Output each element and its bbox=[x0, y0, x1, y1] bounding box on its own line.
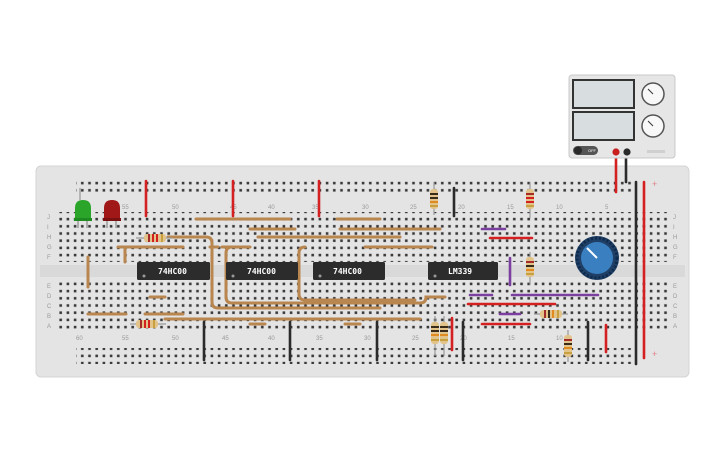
power-toggle-button[interactable]: OFF bbox=[573, 146, 598, 155]
resistor[interactable] bbox=[136, 234, 172, 242]
ic-chip-74hc00-1[interactable]: 74HC00 bbox=[137, 262, 210, 280]
row-letter: D bbox=[673, 294, 678, 300]
resistor[interactable] bbox=[440, 316, 448, 356]
row-letter: C bbox=[673, 304, 678, 310]
row-letter: H bbox=[673, 235, 677, 241]
row-letters-left: J I H G F E D C B A bbox=[47, 215, 52, 330]
row-letter: I bbox=[47, 225, 49, 231]
column-number: 50 bbox=[172, 205, 179, 211]
red-wires[interactable] bbox=[144, 150, 646, 360]
resistor[interactable] bbox=[534, 310, 568, 318]
column-number: 50 bbox=[172, 336, 179, 342]
column-number: 10 bbox=[556, 336, 563, 342]
brown-wires[interactable] bbox=[86, 217, 447, 326]
rail-plus-label-bottom: + bbox=[652, 349, 657, 359]
resistor[interactable] bbox=[130, 320, 166, 328]
black-wires[interactable] bbox=[202, 150, 638, 366]
row-letter: A bbox=[47, 324, 51, 330]
column-number: 40 bbox=[268, 205, 275, 211]
row-letters-right: J I H G F E D C B A bbox=[673, 215, 678, 330]
resistor[interactable] bbox=[430, 182, 438, 215]
column-number: 25 bbox=[410, 205, 417, 211]
bottom-power-rails bbox=[76, 348, 636, 364]
rail-plus-label-top: + bbox=[652, 179, 657, 189]
chip-label: 74HC00 bbox=[158, 267, 187, 276]
resistor[interactable] bbox=[526, 252, 534, 285]
column-number: 25 bbox=[412, 336, 419, 342]
potentiometer-pointer bbox=[586, 247, 598, 259]
column-number: 45 bbox=[222, 336, 229, 342]
wire-brown[interactable] bbox=[224, 245, 447, 305]
column-number: 15 bbox=[507, 205, 514, 211]
current-knob[interactable] bbox=[641, 114, 665, 138]
resistor[interactable] bbox=[431, 316, 439, 356]
row-letter: E bbox=[673, 284, 677, 290]
row-letter: H bbox=[47, 235, 51, 241]
ic-chip-74hc00-2[interactable]: 74HC00 bbox=[226, 262, 298, 280]
column-number: 55 bbox=[122, 336, 129, 342]
column-number: 40 bbox=[268, 336, 275, 342]
current-display bbox=[572, 111, 635, 141]
voltage-display bbox=[572, 79, 635, 109]
column-number: 55 bbox=[122, 205, 129, 211]
led-green[interactable] bbox=[74, 188, 92, 228]
column-number: 35 bbox=[312, 205, 319, 211]
row-letter: F bbox=[47, 255, 51, 261]
potentiometer[interactable] bbox=[575, 236, 619, 280]
chip-label: 74HC00 bbox=[333, 267, 362, 276]
column-number: 10 bbox=[556, 205, 563, 211]
column-numbers-bottom: 60 55 50 45 40 35 30 25 20 15 10 bbox=[76, 336, 563, 342]
led-red[interactable] bbox=[103, 200, 121, 228]
column-number: 5 bbox=[605, 205, 609, 211]
power-toggle-label: OFF bbox=[588, 148, 597, 153]
row-letter: D bbox=[47, 294, 52, 300]
column-number: 35 bbox=[316, 336, 323, 342]
column-number: 60 bbox=[76, 336, 83, 342]
purple-wires[interactable] bbox=[468, 227, 600, 316]
wire-brown[interactable] bbox=[166, 235, 382, 310]
top-power-rails bbox=[76, 178, 636, 194]
ic-chip-lm339[interactable]: LM339 bbox=[428, 262, 498, 280]
positive-terminal[interactable] bbox=[612, 148, 620, 156]
row-letter: G bbox=[47, 245, 52, 251]
chip-label: 74HC00 bbox=[247, 267, 276, 276]
power-supply: OFF bbox=[568, 74, 676, 159]
column-number: 30 bbox=[364, 336, 371, 342]
row-letter: J bbox=[47, 215, 50, 221]
row-letter: B bbox=[673, 314, 677, 320]
row-letter: A bbox=[673, 324, 677, 330]
chip-label: LM339 bbox=[448, 267, 472, 276]
row-letter: E bbox=[47, 284, 51, 290]
row-letter: J bbox=[673, 215, 676, 221]
row-letter: G bbox=[673, 245, 678, 251]
column-number: 15 bbox=[508, 336, 515, 342]
column-number: 20 bbox=[458, 205, 465, 211]
negative-terminal[interactable] bbox=[623, 148, 631, 156]
resistor[interactable] bbox=[526, 182, 534, 218]
ic-chip-74hc00-3[interactable]: 74HC00 bbox=[313, 262, 385, 280]
column-number: 30 bbox=[362, 205, 369, 211]
row-letter: C bbox=[47, 304, 52, 310]
row-letter: F bbox=[673, 255, 677, 261]
row-letter: B bbox=[47, 314, 51, 320]
resistor[interactable] bbox=[564, 330, 572, 362]
row-letter: I bbox=[673, 225, 675, 231]
wire-brown[interactable] bbox=[297, 245, 417, 302]
voltage-knob[interactable] bbox=[641, 82, 665, 106]
